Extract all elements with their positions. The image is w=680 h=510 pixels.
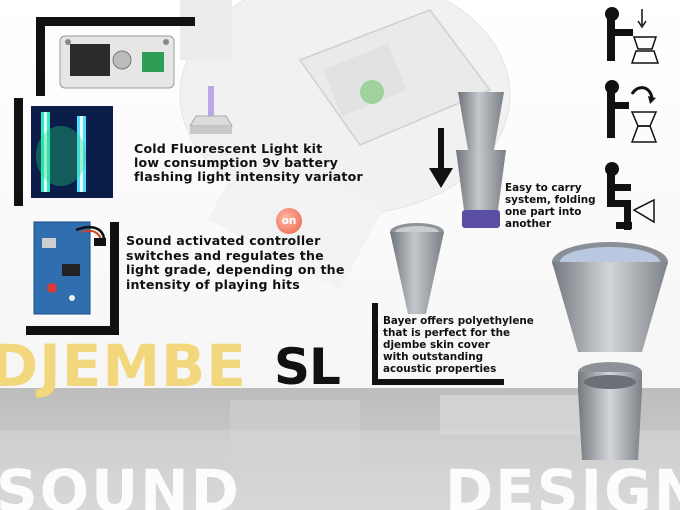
- carry-line-3: one part into: [505, 206, 582, 218]
- fluorescent-tubes-photo: [31, 106, 113, 198]
- title-sl: SL: [274, 338, 341, 396]
- small-cone-render: [390, 223, 444, 314]
- sound-line-1: Sound activated controller: [126, 233, 321, 248]
- bayer-line-3: djembe skin cover: [383, 339, 490, 351]
- sound-line-3: light grade, depending on the: [126, 262, 345, 277]
- lamp-render: [189, 86, 233, 134]
- circuit-board-render: [59, 35, 175, 89]
- carry-line-4: another: [505, 218, 552, 230]
- carry-line-1: Easy to carry: [505, 182, 582, 194]
- fold-stacked-step-icon: [605, 162, 655, 230]
- fold-down-step-icon: [605, 7, 660, 64]
- bracket-bayer: [372, 303, 504, 385]
- bracket-controller: [26, 222, 119, 335]
- down-arrow-icon: [429, 128, 453, 188]
- bayer-description: Bayer offers polyethylene that is perfec…: [383, 315, 534, 375]
- bayer-line-2: that is perfect for the: [383, 327, 511, 339]
- title-djembe: DJEMBE: [0, 332, 247, 400]
- sound-line-2: switches and regulates the: [126, 247, 324, 263]
- on-badge: on: [276, 208, 302, 234]
- carry-line-2: system, folding: [505, 194, 596, 206]
- bayer-line-5: acoustic properties: [383, 363, 497, 375]
- light-kit-line-2: low consumption 9v battery: [134, 155, 339, 170]
- stacked-cone-render: [456, 92, 506, 228]
- carry-description: Easy to carry system, folding one part i…: [505, 182, 596, 230]
- light-kit-line-1: Cold Fluorescent Light kit: [134, 141, 323, 156]
- bayer-line-1: Bayer offers polyethylene: [383, 315, 534, 327]
- sound-line-4: intensity of playing hits: [126, 276, 300, 292]
- light-kit-description: Cold Fluorescent Light kit low consumpti…: [134, 142, 363, 184]
- bayer-line-4: with outstanding: [383, 351, 484, 363]
- light-kit-line-3: flashing light intensity variator: [134, 169, 363, 184]
- controller-board-render: [33, 221, 106, 315]
- bracket-board: [36, 17, 195, 96]
- sound-controller-description: Sound activated controller switches and …: [126, 233, 345, 292]
- large-cone-render: [552, 242, 668, 460]
- footer-design: DESIGN: [445, 457, 680, 510]
- fold-rotate-step-icon: [605, 80, 658, 143]
- footer-sound: SOUND: [0, 457, 241, 510]
- bracket-tubes: [14, 98, 35, 206]
